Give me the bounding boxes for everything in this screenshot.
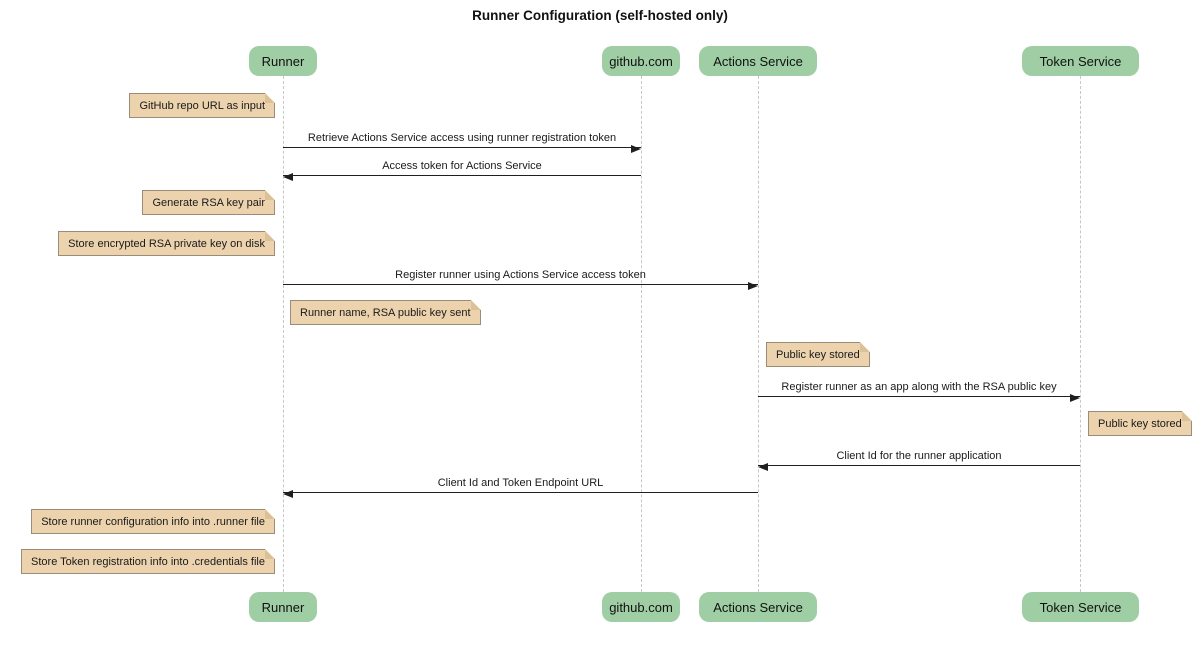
message-register-runner: Register runner using Actions Service ac… <box>283 265 758 290</box>
participant-runner-bottom: Runner <box>249 592 317 622</box>
participant-token-service-bottom: Token Service <box>1022 592 1139 622</box>
arrowhead-right-icon <box>1070 394 1080 402</box>
message-label: Client Id and Token Endpoint URL <box>437 477 604 489</box>
message-label: Access token for Actions Service <box>382 160 542 172</box>
message-label: Retrieve Actions Service access using ru… <box>307 132 617 144</box>
lifeline-token-service <box>1080 76 1081 592</box>
arrowhead-left-icon <box>283 173 293 181</box>
note-public-key-stored-ts: Public key stored <box>1088 411 1192 436</box>
message-client-id-endpoint: Client Id and Token Endpoint URL <box>283 473 758 498</box>
message-line <box>758 396 1080 397</box>
participant-actions-service-top: Actions Service <box>699 46 817 76</box>
participant-github-top: github.com <box>602 46 680 76</box>
note-store-runner-file: Store runner configuration info into .ru… <box>31 509 275 534</box>
arrowhead-left-icon <box>758 463 768 471</box>
note-runner-name-sent: Runner name, RSA public key sent <box>290 300 481 325</box>
note-github-repo-url: GitHub repo URL as input <box>129 93 275 118</box>
message-line <box>283 147 641 148</box>
note-store-credentials: Store Token registration info into .cred… <box>21 549 275 574</box>
message-line <box>283 284 758 285</box>
lifeline-github <box>641 76 642 592</box>
message-line <box>758 465 1080 466</box>
lifeline-runner <box>283 76 284 592</box>
arrowhead-left-icon <box>283 490 293 498</box>
lifeline-actions-service <box>758 76 759 592</box>
participant-token-service-top: Token Service <box>1022 46 1139 76</box>
participant-github-bottom: github.com <box>602 592 680 622</box>
participant-runner-top: Runner <box>249 46 317 76</box>
note-generate-rsa: Generate RSA key pair <box>142 190 275 215</box>
message-client-id: Client Id for the runner application <box>758 446 1080 471</box>
message-access-token: Access token for Actions Service <box>283 156 641 181</box>
message-line <box>283 175 641 176</box>
message-register-app: Register runner as an app along with the… <box>758 377 1080 402</box>
note-store-private-key: Store encrypted RSA private key on disk <box>58 231 275 256</box>
diagram-title: Runner Configuration (self-hosted only) <box>472 8 728 23</box>
message-label: Register runner as an app along with the… <box>781 381 1057 393</box>
message-retrieve-actions-access: Retrieve Actions Service access using ru… <box>283 128 641 153</box>
participant-actions-service-bottom: Actions Service <box>699 592 817 622</box>
note-public-key-stored-as: Public key stored <box>766 342 870 367</box>
arrowhead-right-icon <box>631 145 641 153</box>
message-label: Register runner using Actions Service ac… <box>395 269 646 281</box>
message-line <box>283 492 758 493</box>
message-label: Client Id for the runner application <box>836 450 1002 462</box>
arrowhead-right-icon <box>748 282 758 290</box>
